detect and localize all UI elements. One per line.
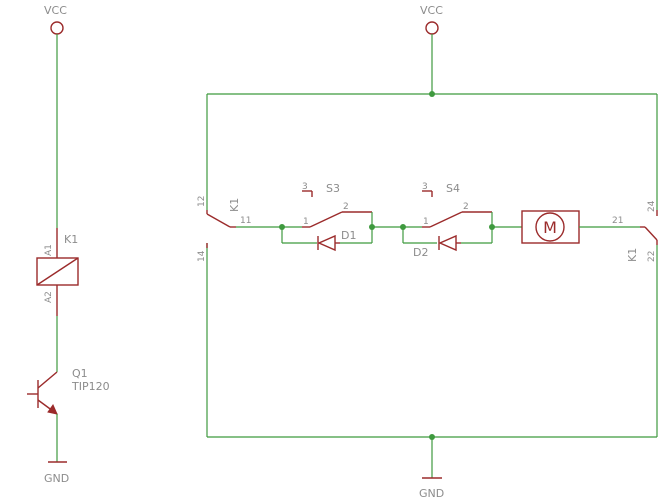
left-ground: GND bbox=[44, 461, 69, 485]
s4-pin2: 2 bbox=[463, 202, 469, 212]
relay-coil-name: K1 bbox=[64, 233, 78, 246]
contact-blade-icon bbox=[644, 226, 658, 241]
diode-d1: D1 bbox=[317, 229, 356, 252]
diode-d2-icon bbox=[438, 234, 457, 252]
transistor-q1: Q1 TIP120 bbox=[27, 367, 110, 415]
s4-pin3: 3 bbox=[422, 182, 428, 192]
right-vcc-supply: VCC bbox=[420, 4, 443, 35]
vcc-terminal-icon bbox=[50, 21, 64, 35]
s3-pin1: 1 bbox=[303, 217, 309, 227]
vcc-terminal-icon bbox=[425, 21, 439, 35]
switch-s4: 3 S4 1 2 bbox=[422, 182, 492, 228]
transistor-value: TIP120 bbox=[71, 380, 110, 393]
relay-pin-a1: A1 bbox=[44, 244, 54, 256]
junction-dot bbox=[429, 91, 435, 97]
s3-pin2: 2 bbox=[343, 202, 349, 212]
right-ground: GND bbox=[419, 477, 444, 500]
d2-name: D2 bbox=[413, 246, 428, 259]
k1-right-pin-nc: 22 bbox=[647, 251, 657, 262]
left-gnd-label: GND bbox=[44, 472, 69, 485]
coil-diagonal bbox=[36, 257, 79, 286]
relay-contact-k1-left: 12 K1 11 14 bbox=[197, 196, 251, 262]
contact-blade-icon bbox=[206, 213, 231, 228]
k1-left-pin-nc: 12 bbox=[197, 196, 207, 207]
s4-pin1: 1 bbox=[423, 217, 429, 227]
relay-pin-a2: A2 bbox=[44, 291, 54, 303]
right-gnd-label: GND bbox=[419, 487, 444, 500]
k1-right-pin-com: 21 bbox=[612, 216, 623, 226]
s4-name: S4 bbox=[446, 182, 460, 195]
s3-name: S3 bbox=[326, 182, 340, 195]
relay-coil-k1: K1 A1 A2 bbox=[36, 228, 79, 316]
k1-right-name: K1 bbox=[626, 248, 639, 262]
diode-d2: D2 bbox=[413, 234, 461, 259]
relay-contact-k1-right: 21 24 K1 22 bbox=[612, 200, 658, 262]
motor-symbol: M bbox=[543, 218, 557, 237]
s3-lever-icon bbox=[309, 211, 343, 228]
emitter-arrow-icon bbox=[47, 403, 58, 415]
collector-line bbox=[37, 371, 58, 389]
right-vcc-label: VCC bbox=[420, 4, 443, 17]
s4-lever-icon bbox=[429, 211, 463, 228]
motor-m: M bbox=[521, 210, 580, 244]
diode-d1-icon bbox=[317, 234, 336, 252]
k1-left-pin-com: 11 bbox=[240, 216, 251, 226]
k1-right-pin-no: 24 bbox=[647, 200, 657, 212]
left-vcc-supply: VCC bbox=[44, 4, 67, 35]
s3-pin3: 3 bbox=[302, 182, 308, 192]
transistor-name: Q1 bbox=[72, 367, 88, 380]
motor-icon bbox=[535, 212, 565, 242]
k1-left-pin-no: 14 bbox=[197, 250, 207, 262]
k1-left-name: K1 bbox=[228, 198, 241, 212]
left-vcc-label: VCC bbox=[44, 4, 67, 17]
switch-s3: 3 S3 1 2 bbox=[302, 182, 372, 228]
d1-name: D1 bbox=[341, 229, 356, 242]
